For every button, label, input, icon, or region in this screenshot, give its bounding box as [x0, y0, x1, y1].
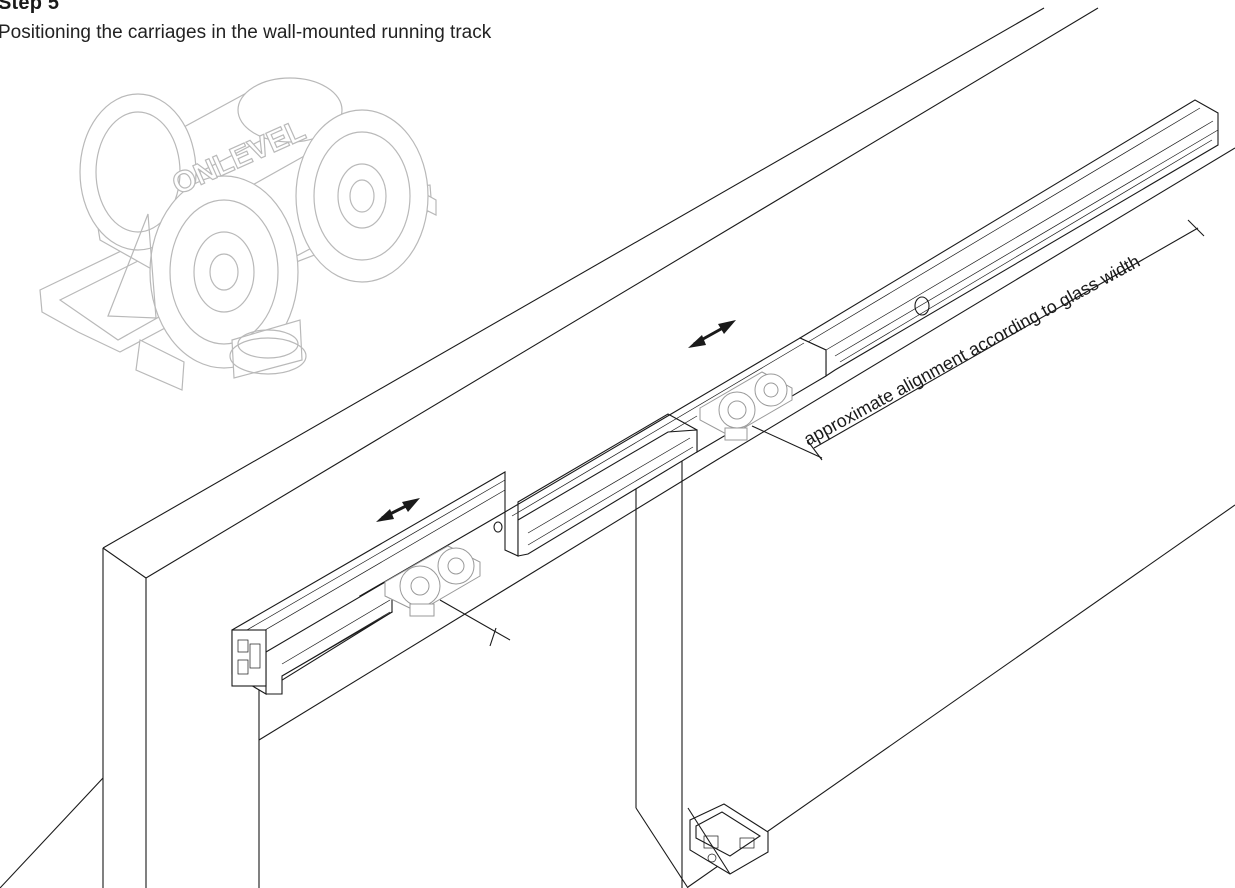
left-wall-pillar: [0, 548, 260, 888]
alignment-dimension: [806, 219, 1205, 461]
slide-arrow-upper-icon: [688, 320, 736, 348]
carriage-detail-illustration: ONLEVEL: [39, 77, 437, 391]
step-subtitle: Positioning the carriages in the wall-mo…: [0, 22, 492, 43]
slide-arrow-lower-icon: [376, 498, 420, 522]
carriage-right: [699, 371, 823, 459]
door-panel-edge: [635, 444, 689, 888]
wall-beam: [102, 7, 1235, 888]
step-title: Step 5: [0, 0, 60, 14]
carriage-left: [384, 545, 511, 647]
floor-guide: [687, 803, 769, 875]
